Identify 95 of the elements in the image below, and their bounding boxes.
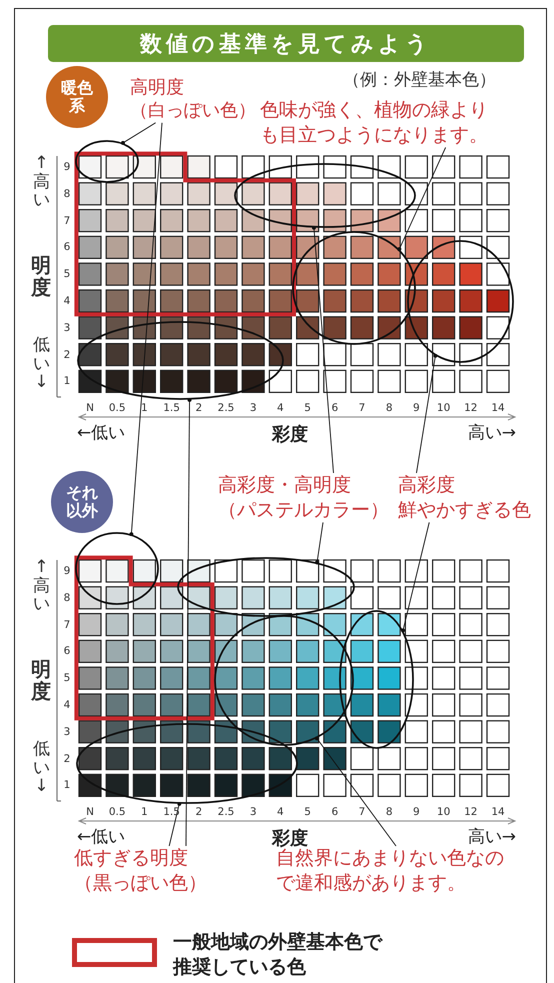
- row-number: 4: [62, 699, 72, 711]
- highlight-ellipse: [177, 557, 355, 617]
- row-number: 1: [62, 779, 72, 792]
- highlight-ellipse: [75, 140, 139, 183]
- axis-label: ←低い: [77, 826, 126, 848]
- row-number: 4: [62, 295, 72, 307]
- column-number: 1: [140, 402, 149, 414]
- callout-text: （パステルカラー）: [218, 498, 390, 522]
- column-number: 4: [276, 402, 285, 414]
- highlight-ellipse: [339, 610, 414, 749]
- axis-title: 明度: [31, 254, 51, 298]
- column-number: 14: [490, 402, 506, 414]
- leader-line: [315, 522, 324, 564]
- axis-label: ↑高い: [33, 154, 50, 210]
- highlight-ellipse: [214, 615, 354, 746]
- axis-title: 彩度: [272, 423, 308, 446]
- column-number: 6: [330, 806, 340, 818]
- column-number: N: [85, 806, 95, 818]
- row-number: 1: [62, 375, 72, 388]
- row-number: 3: [62, 726, 72, 738]
- row-number: 7: [62, 214, 72, 227]
- axis-label: ←低い: [77, 422, 126, 444]
- leader-line: [129, 122, 162, 536]
- leader-line: [121, 122, 156, 145]
- column-number: 2.5: [216, 806, 236, 818]
- column-number: 1: [140, 806, 149, 818]
- column-number: 9: [412, 806, 421, 818]
- column-number: 1.5: [162, 402, 181, 414]
- callout-heading: 高明度: [130, 76, 185, 100]
- highlight-ellipse: [77, 321, 284, 400]
- title-banner: 数値の基準を見てみよう: [48, 25, 524, 62]
- row-number: 5: [62, 268, 72, 280]
- highlight-ellipse: [76, 723, 298, 804]
- example-note: （例：外壁基本色）: [343, 69, 496, 91]
- highlight-ellipse: [75, 532, 159, 605]
- column-number: 6: [330, 402, 340, 414]
- column-number: 12: [463, 402, 478, 414]
- row-number: 9: [62, 161, 72, 173]
- row-number: 6: [62, 645, 72, 658]
- column-number: 10: [436, 806, 452, 818]
- row-number: 8: [62, 592, 72, 604]
- row-number: 7: [62, 618, 72, 631]
- column-number: 2.5: [216, 402, 236, 414]
- leader-line: [186, 398, 192, 846]
- column-number: 2: [194, 402, 204, 414]
- column-number: 4: [276, 806, 285, 818]
- callout-heading: 高彩度: [398, 473, 456, 498]
- row-number: 3: [62, 322, 72, 334]
- row-number: 6: [62, 241, 72, 254]
- callout-text: （黒っぽい色）: [74, 870, 208, 896]
- leader-line: [312, 226, 334, 474]
- column-number: 0.5: [108, 402, 127, 414]
- axis-title: 彩度: [272, 827, 308, 849]
- axis-label: 低い↓: [33, 336, 50, 392]
- legend-text: 一般地域の外壁基本色で推奨している色: [173, 930, 384, 980]
- leader-line: [416, 354, 438, 474]
- leader-line: [397, 146, 446, 252]
- axis-label: 高い→: [468, 826, 516, 848]
- category-badge: 暖色系: [46, 66, 108, 128]
- row-number: 5: [62, 672, 72, 684]
- axis-label: 高い→: [468, 422, 516, 444]
- column-number: 5: [303, 806, 312, 818]
- column-number: 2: [194, 806, 204, 818]
- callout-text: （白っぽい色）: [130, 99, 257, 123]
- leader-line: [314, 736, 396, 846]
- column-number: 12: [463, 806, 478, 818]
- column-number: 8: [384, 806, 394, 818]
- column-number: 8: [384, 402, 394, 414]
- axis-label: 低い↓: [33, 740, 50, 796]
- row-number: 2: [62, 348, 72, 361]
- column-number: 14: [490, 806, 506, 818]
- column-number: 5: [303, 402, 312, 414]
- row-number: 9: [62, 565, 72, 577]
- column-number: 3: [248, 806, 258, 818]
- highlight-ellipse: [292, 231, 416, 345]
- column-number: 7: [358, 402, 366, 414]
- column-number: N: [85, 402, 95, 414]
- axis-label: ↑高い: [33, 558, 50, 614]
- column-number: 7: [358, 806, 366, 818]
- column-number: 9: [412, 402, 421, 414]
- column-number: 0.5: [108, 806, 127, 818]
- category-badge: それ以外: [51, 471, 113, 533]
- callout-heading: 高彩度・高明度: [218, 473, 352, 498]
- highlight-ellipse: [407, 240, 514, 363]
- callout-text: 自然界にあまりない色なので違和感があります。: [276, 846, 516, 896]
- callout-heading: 低すぎる明度: [74, 846, 189, 871]
- leader-line: [401, 522, 430, 632]
- axis-title: 明度: [31, 658, 51, 702]
- row-number: 8: [62, 188, 72, 200]
- column-number: 3: [248, 402, 258, 414]
- highlight-ellipse: [234, 163, 416, 228]
- callout-text: 色味が強く、植物の緑よりも目立つようになります。: [260, 98, 492, 148]
- callout-text: 鮮やかすぎる色: [398, 498, 532, 522]
- column-number: 10: [436, 402, 452, 414]
- row-number: 2: [62, 752, 72, 765]
